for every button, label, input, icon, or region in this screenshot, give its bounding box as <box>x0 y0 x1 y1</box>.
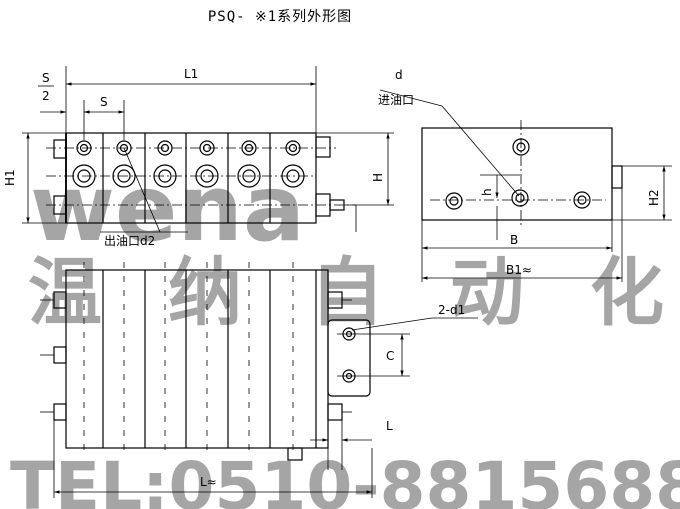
dim-L: L <box>386 419 393 433</box>
inlet-d: d <box>395 68 403 82</box>
dim-S-half-den: 2 <box>42 89 50 103</box>
dim-L1: L1 <box>184 67 198 81</box>
watermark: wena 温 纳 自 动 化 TEL:0510-88156886 <box>10 155 680 509</box>
dim-h: h <box>480 188 494 196</box>
dim-B1: B1≈ <box>506 263 532 277</box>
inlet-label: 进油口 <box>378 93 414 107</box>
dim-S-half-num: S <box>42 71 50 85</box>
dim-H2: H2 <box>647 189 661 206</box>
dim-S: S <box>100 95 108 109</box>
watermark-char-5: 化 <box>590 250 664 336</box>
watermark-tel: TEL:0510-88156886 <box>10 448 680 509</box>
top-view <box>40 262 478 498</box>
dim-H1: H1 <box>3 169 17 186</box>
dim-H: H <box>371 173 385 182</box>
dim-2d1: 2-d1 <box>438 303 465 317</box>
watermark-char-2: 纳 <box>168 250 242 336</box>
watermark-char-3: 自 <box>310 250 384 336</box>
dim-C: C <box>386 349 394 363</box>
side-view <box>379 89 672 282</box>
front-view <box>22 66 394 233</box>
watermark-char-1: 温 <box>28 250 102 336</box>
drawing-title: PSQ- ※1系列外形图 <box>207 9 353 25</box>
watermark-char-4: 动 <box>450 250 524 336</box>
dim-B: B <box>510 233 518 247</box>
dim-L-approx: L≈ <box>200 475 217 489</box>
outlet-label: 出油口d2 <box>104 234 155 248</box>
